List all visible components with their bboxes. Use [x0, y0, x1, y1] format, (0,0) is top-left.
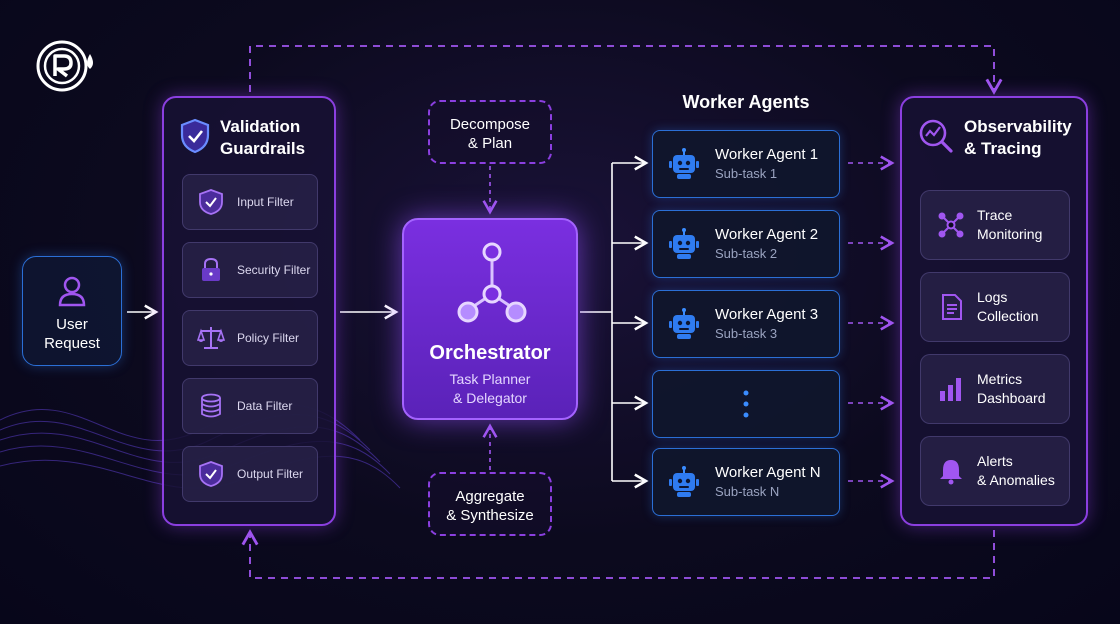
decompose-label-1: Decompose: [449, 116, 531, 133]
shield-check-icon: [197, 460, 225, 488]
robot-icon: [667, 147, 701, 181]
metrics-label-1: Metrics: [977, 371, 1023, 387]
data-filter[interactable]: Data Filter: [182, 378, 318, 434]
brand-logo: [34, 38, 98, 94]
shield-check-icon: [180, 118, 210, 154]
worker-agent-1[interactable]: Worker Agent 1 Sub-task 1: [652, 130, 840, 198]
aggregate-synthesize-node[interactable]: Aggregate & Synthesize: [428, 472, 552, 536]
aggregate-label-1: Aggregate: [455, 488, 525, 505]
robot-icon: [667, 227, 701, 261]
worker-3-subtask: Sub-task 3: [715, 326, 778, 341]
logs-label-2: Collection: [977, 308, 1039, 324]
worker-n-subtask: Sub-task N: [715, 484, 780, 499]
scales-icon: [196, 324, 226, 352]
worker-agent-n[interactable]: Worker Agent N Sub-task N: [652, 448, 840, 516]
policy-filter[interactable]: Policy Filter: [182, 310, 318, 366]
worker-agent-more[interactable]: [652, 370, 840, 438]
orchestrator-node[interactable]: Orchestrator Task Planner & Delegator: [402, 218, 578, 420]
trace-monitoring-item[interactable]: Trace Monitoring: [920, 190, 1070, 260]
padlock-icon: [197, 256, 225, 284]
observability-title-1: Observability: [964, 117, 1072, 136]
output-filter[interactable]: Output Filter: [182, 446, 318, 502]
orchestrator-title: Orchestrator: [429, 342, 551, 364]
user-icon: [57, 275, 87, 307]
worker-agents-heading: Worker Agents: [682, 92, 810, 112]
worker-agent-3[interactable]: Worker Agent 3 Sub-task 3: [652, 290, 840, 358]
validation-title-1: Validation: [220, 117, 301, 136]
observability-panel: Observability & Tracing Trace Monitoring…: [900, 96, 1088, 526]
worker-2-subtask: Sub-task 2: [715, 246, 778, 261]
input-filter-label: Input Filter: [237, 195, 294, 209]
trace-label-1: Trace: [977, 207, 1013, 223]
data-filter-label: Data Filter: [237, 399, 293, 413]
decompose-plan-node[interactable]: Decompose & Plan: [428, 100, 552, 164]
worker-2-name: Worker Agent 2: [715, 226, 819, 243]
orchestrator-sub-2: & Delegator: [453, 390, 527, 406]
alerts-label-1: Alerts: [977, 453, 1013, 469]
input-filter[interactable]: Input Filter: [182, 174, 318, 230]
metrics-dashboard-item[interactable]: Metrics Dashboard: [920, 354, 1070, 424]
logs-collection-item[interactable]: Logs Collection: [920, 272, 1070, 342]
logs-label-1: Logs: [977, 289, 1008, 305]
bell-icon: [937, 457, 965, 485]
security-filter-label: Security Filter: [237, 263, 311, 277]
alerts-label-2: & Anomalies: [977, 472, 1055, 488]
observability-title-2: & Tracing: [964, 139, 1042, 158]
worker-3-name: Worker Agent 3: [715, 306, 819, 323]
decompose-label-2: & Plan: [467, 135, 513, 152]
worker-1-name: Worker Agent 1: [715, 146, 819, 163]
orchestrator-network-icon: [452, 240, 532, 324]
trace-label-2: Monitoring: [977, 226, 1043, 242]
worker-1-subtask: Sub-task 1: [715, 166, 778, 181]
user-request-label-2: Request: [44, 335, 100, 352]
worker-agent-2[interactable]: Worker Agent 2 Sub-task 2: [652, 210, 840, 278]
validation-guardrails-panel: Validation Guardrails Input Filter Secur…: [162, 96, 336, 526]
security-filter[interactable]: Security Filter: [182, 242, 318, 298]
magnifier-chart-icon: [918, 118, 954, 154]
shield-check-icon: [197, 188, 225, 216]
aggregate-label-2: & Synthesize: [446, 507, 534, 524]
database-icon: [197, 392, 225, 420]
document-icon: [937, 293, 965, 321]
robot-icon: [667, 307, 701, 341]
robot-icon: [667, 465, 701, 499]
alerts-anomalies-item[interactable]: Alerts & Anomalies: [920, 436, 1070, 506]
output-filter-label: Output Filter: [237, 467, 304, 481]
network-nodes-icon: [937, 211, 965, 239]
validation-title-2: Guardrails: [220, 139, 306, 158]
bar-chart-icon: [937, 375, 965, 403]
user-request-node[interactable]: User Request: [22, 256, 122, 366]
worker-n-name: Worker Agent N: [715, 464, 821, 481]
vertical-ellipsis-icon: [742, 389, 750, 419]
user-request-label-1: User: [56, 316, 88, 333]
policy-filter-label: Policy Filter: [237, 331, 300, 345]
metrics-label-2: Dashboard: [977, 390, 1046, 406]
orchestrator-sub-1: Task Planner: [449, 371, 531, 387]
